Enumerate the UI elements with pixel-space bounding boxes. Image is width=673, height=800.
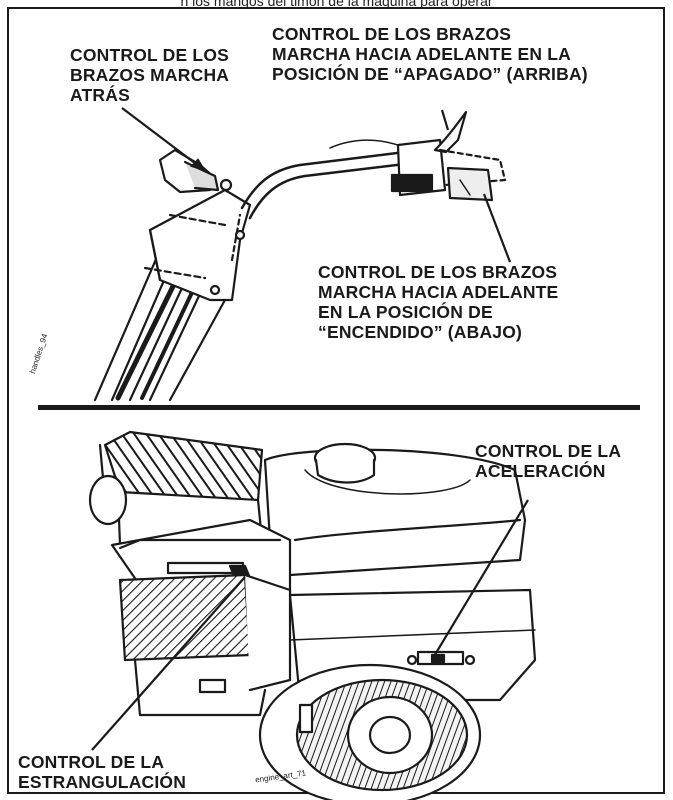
- top-caption: n los mangos del timón de la máquina par…: [180, 0, 493, 9]
- panel-divider: [38, 405, 640, 410]
- engine-leaders: [91, 499, 529, 751]
- reverse-leader: [121, 107, 205, 171]
- choke-leader: [91, 576, 246, 751]
- throttle-control-label: CONTROL DE LA ACELERACIÓN: [475, 441, 622, 481]
- handles-drawing: [93, 110, 507, 402]
- air-cleaner-top: [103, 430, 264, 502]
- choke-control-label: CONTROL DE LA ESTRANGULACIÓN: [18, 752, 187, 792]
- throttle-leader: [432, 499, 529, 659]
- handle-bar: [240, 150, 407, 210]
- forward-on-leader: [482, 193, 512, 263]
- forward-on-label: CONTROL DE LOS BRAZOS MARCHA HACIA ADELA…: [318, 262, 559, 342]
- forward-off-leader: [440, 109, 450, 131]
- reverse-control-label: CONTROL DE LOS BRAZOS MARCHA ATRÁS: [70, 45, 230, 105]
- handles-leaders: [121, 107, 512, 263]
- engine-drawing: [88, 430, 537, 800]
- handle-bracket: [148, 188, 252, 302]
- air-filter-body: [118, 573, 252, 662]
- forward-off-label: CONTROL DE LOS BRAZOS MARCHA HACIA ADELA…: [272, 24, 588, 84]
